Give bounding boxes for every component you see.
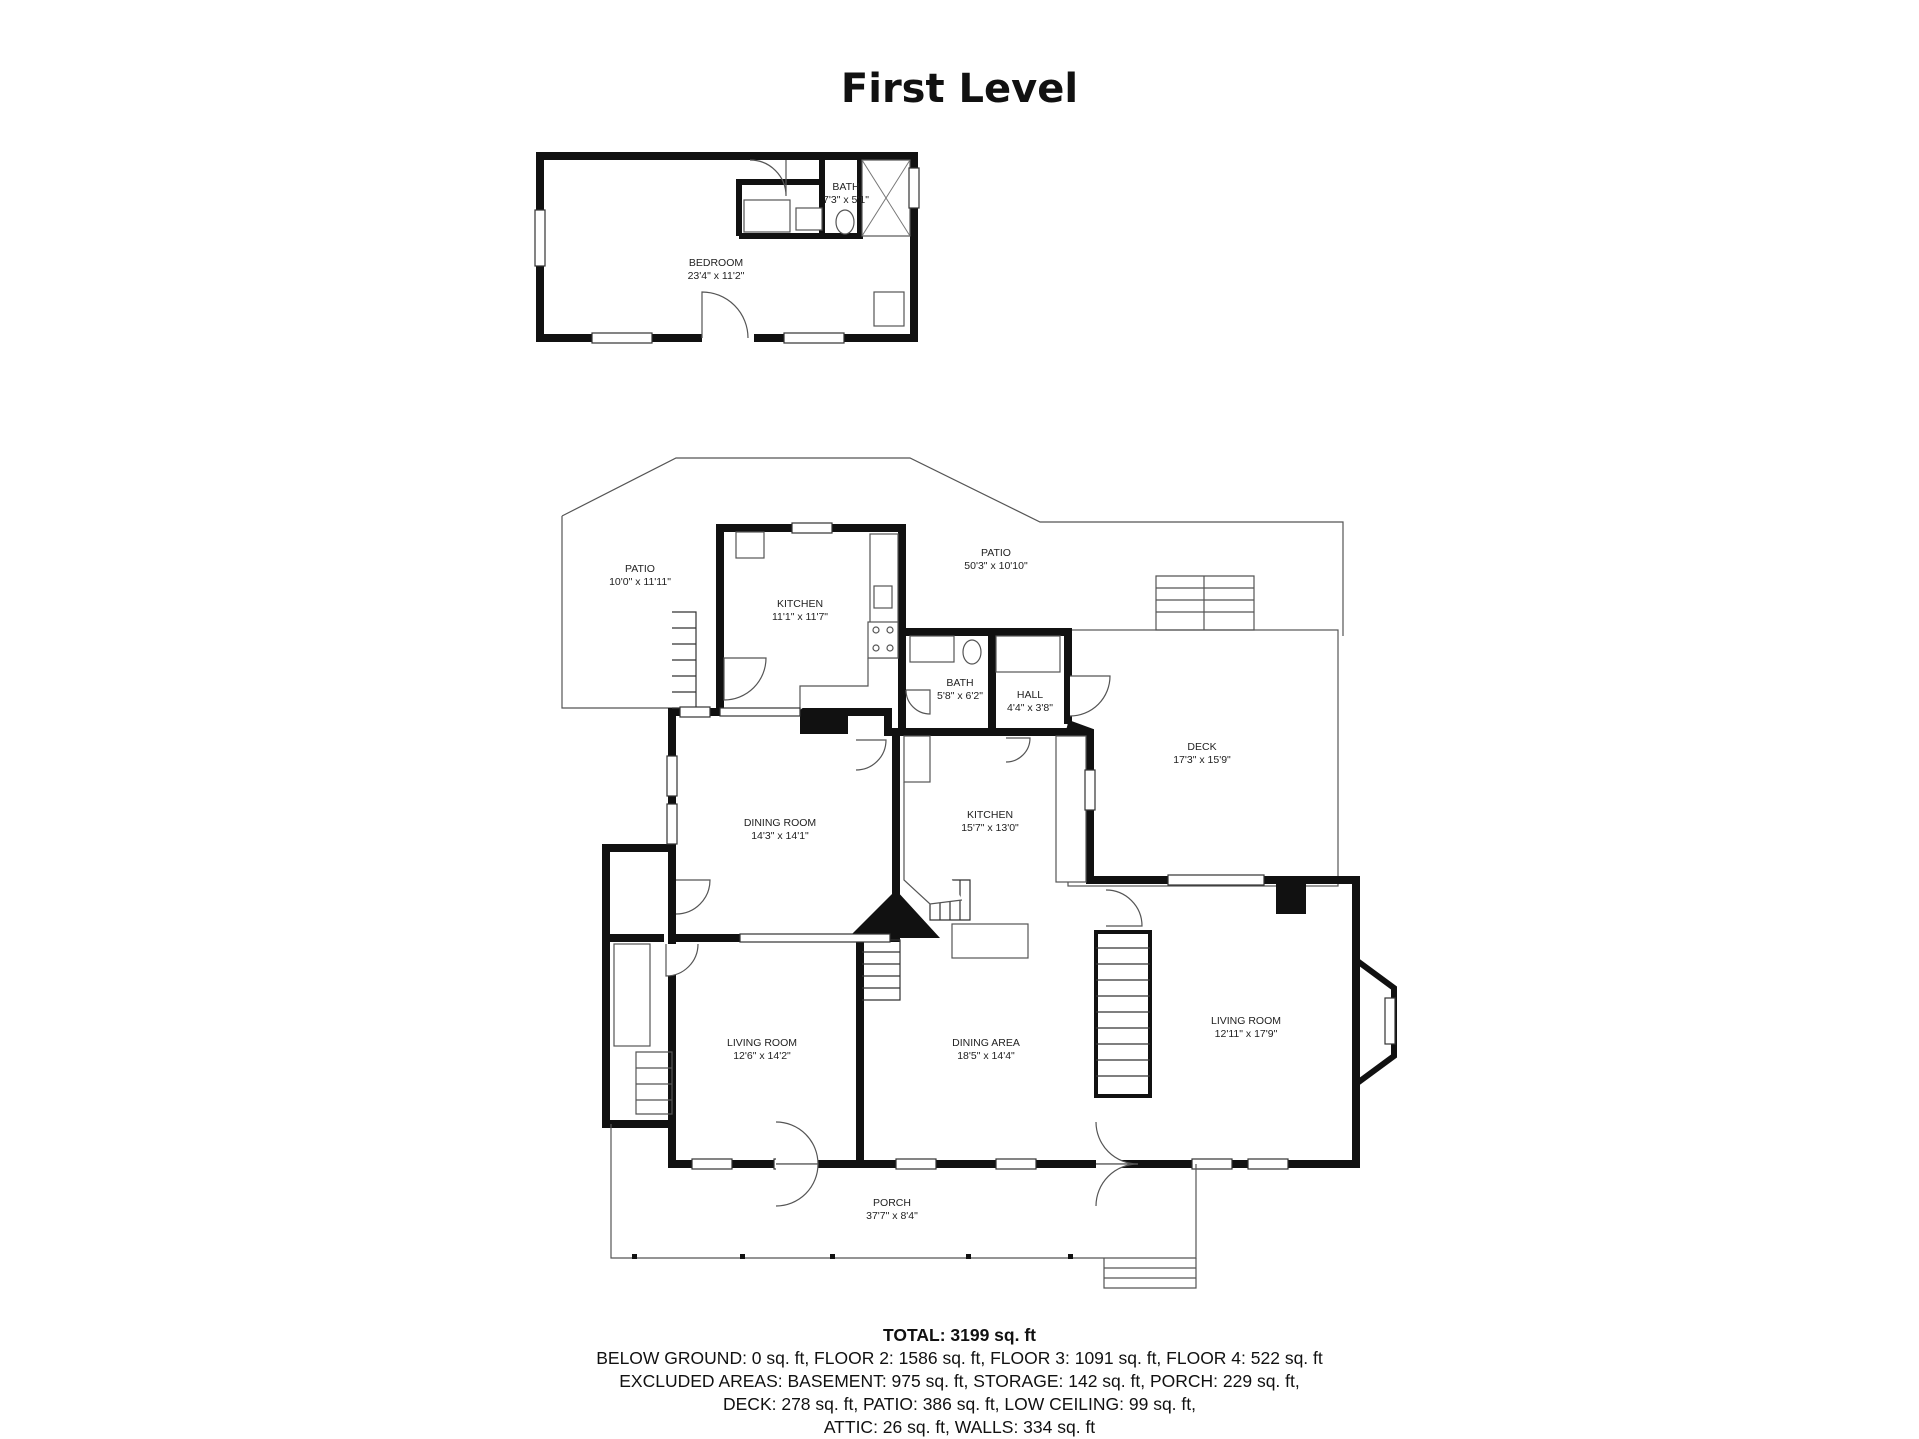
door-front-west-out [775, 1163, 819, 1207]
label-living-room-east: LIVING ROOM [1211, 1015, 1281, 1027]
upper-tub [743, 199, 791, 233]
main-kitchen-peninsula [903, 782, 963, 905]
fixtures [735, 531, 1087, 959]
label-upper-bath: BATH [832, 181, 859, 193]
hall-closet [995, 635, 1061, 673]
kitchen-island [951, 923, 1029, 959]
dims-porch: 37'7" x 8'4" [866, 1210, 918, 1222]
north-kitchen-sink [873, 585, 893, 609]
porch-outline [610, 1124, 1197, 1289]
label-hall: HALL [1017, 689, 1043, 701]
label-deck: DECK [1187, 741, 1216, 753]
upper-bath-door-swing [749, 159, 787, 197]
dims-kitchen-north: 11'1" x 11'7" [772, 611, 828, 623]
dims-kitchen-main: 15'7" x 13'0" [961, 822, 1019, 834]
label-bath-small: BATH [946, 677, 973, 689]
summary-line-2: EXCLUDED AREAS: BASEMENT: 975 sq. ft, ST… [619, 1371, 1300, 1391]
floor-title: First Level [840, 66, 1079, 112]
north-kitchen-fridge [735, 531, 765, 559]
main-kitchen-counter-west [903, 735, 931, 783]
label-porch: PORCH [873, 1197, 911, 1209]
deck-stairs [1155, 575, 1255, 631]
summary-line-1: BELOW GROUND: 0 sq. ft, FLOOR 2: 1586 sq… [596, 1348, 1323, 1368]
label-patio-north: PATIO [981, 547, 1011, 559]
solid-blocks [800, 716, 1306, 938]
upper-windows [534, 167, 920, 344]
patio-outlines [561, 457, 1344, 887]
dims-hall: 4'4" x 3'8" [1007, 702, 1053, 714]
door-front-west-in [775, 1121, 819, 1165]
main-stair [1094, 930, 1152, 1098]
dims-patio-west: 10'0" x 11'11" [609, 576, 671, 588]
label-dining-room: DINING ROOM [744, 817, 816, 829]
label-kitchen-north: KITCHEN [777, 598, 823, 610]
door-front-east-in [1095, 1121, 1139, 1165]
door-front-east-out [1095, 1163, 1139, 1207]
label-upper-bedroom: BEDROOM [689, 257, 743, 269]
dims-bath-small: 5'8" x 6'2" [937, 690, 983, 702]
main-walls [602, 524, 1397, 1168]
porch-steps [1103, 1258, 1197, 1289]
label-living-room-west: LIVING ROOM [727, 1037, 797, 1049]
dims-living-room-west: 12'6" x 14'2" [733, 1050, 791, 1062]
west-annex-walls [602, 844, 672, 1128]
west-annex-details [613, 943, 673, 1115]
north-kitchen-return [799, 658, 869, 710]
door-stair [1105, 889, 1143, 927]
door-kitchen-hall [1005, 737, 1031, 763]
patio-north-outline [561, 457, 1344, 636]
door-living-west [665, 943, 699, 977]
door-dining-north [855, 739, 887, 771]
corner-stair [862, 939, 901, 1001]
small-bath-toilet [962, 639, 982, 665]
bedroom-door-swing [701, 291, 749, 339]
door-swings [665, 657, 1143, 1207]
north-kitchen-range [867, 621, 899, 659]
summary-total: TOTAL: 3199 sq. ft [883, 1325, 1036, 1345]
dims-patio-north: 50'3" x 10'10" [964, 560, 1028, 572]
main-kitchen-counter-east [1055, 735, 1087, 883]
bedroom-closet [873, 291, 905, 327]
area-summary: TOTAL: 3199 sq. ft BELOW GROUND: 0 sq. f… [0, 1324, 1919, 1439]
room-labels: BATH 7'3" x 5'1" BEDROOM 23'4" x 11'2" P… [609, 181, 1281, 1222]
dims-upper-bedroom: 23'4" x 11'2" [688, 270, 745, 282]
upper-unit [534, 152, 920, 344]
small-bath-sink [909, 635, 955, 663]
patio-west-outline [561, 516, 672, 709]
upper-toilet [835, 209, 855, 235]
door-bath-small [905, 689, 931, 715]
door-annex [675, 879, 711, 915]
dims-deck: 17'3" x 15'9" [1173, 754, 1231, 766]
west-stair [672, 611, 697, 709]
label-kitchen-main: KITCHEN [967, 809, 1013, 821]
dims-dining-room: 14'3" x 14'1" [751, 830, 809, 842]
summary-line-4: ATTIC: 26 sq. ft, WALLS: 334 sq. ft [823, 1417, 1096, 1437]
label-patio-west: PATIO [625, 563, 655, 575]
shower-cross [861, 159, 911, 237]
dims-upper-bath: 7'3" x 5'1" [823, 194, 869, 206]
dims-dining-area: 18'5" x 14'4" [957, 1050, 1015, 1062]
door-west-patio [723, 657, 767, 701]
summary-line-3: DECK: 278 sq. ft, PATIO: 386 sq. ft, LOW… [723, 1394, 1196, 1414]
door-hall [1069, 675, 1111, 717]
interior-stairs [672, 611, 1152, 1098]
porch-posts [632, 1254, 1073, 1259]
bedroom-door-gap [702, 332, 754, 344]
bath-hall-walls [898, 628, 1090, 736]
dims-living-room-east: 12'11" x 17'9" [1215, 1028, 1278, 1040]
label-dining-area: DINING AREA [952, 1037, 1020, 1049]
upper-sink [795, 207, 823, 231]
